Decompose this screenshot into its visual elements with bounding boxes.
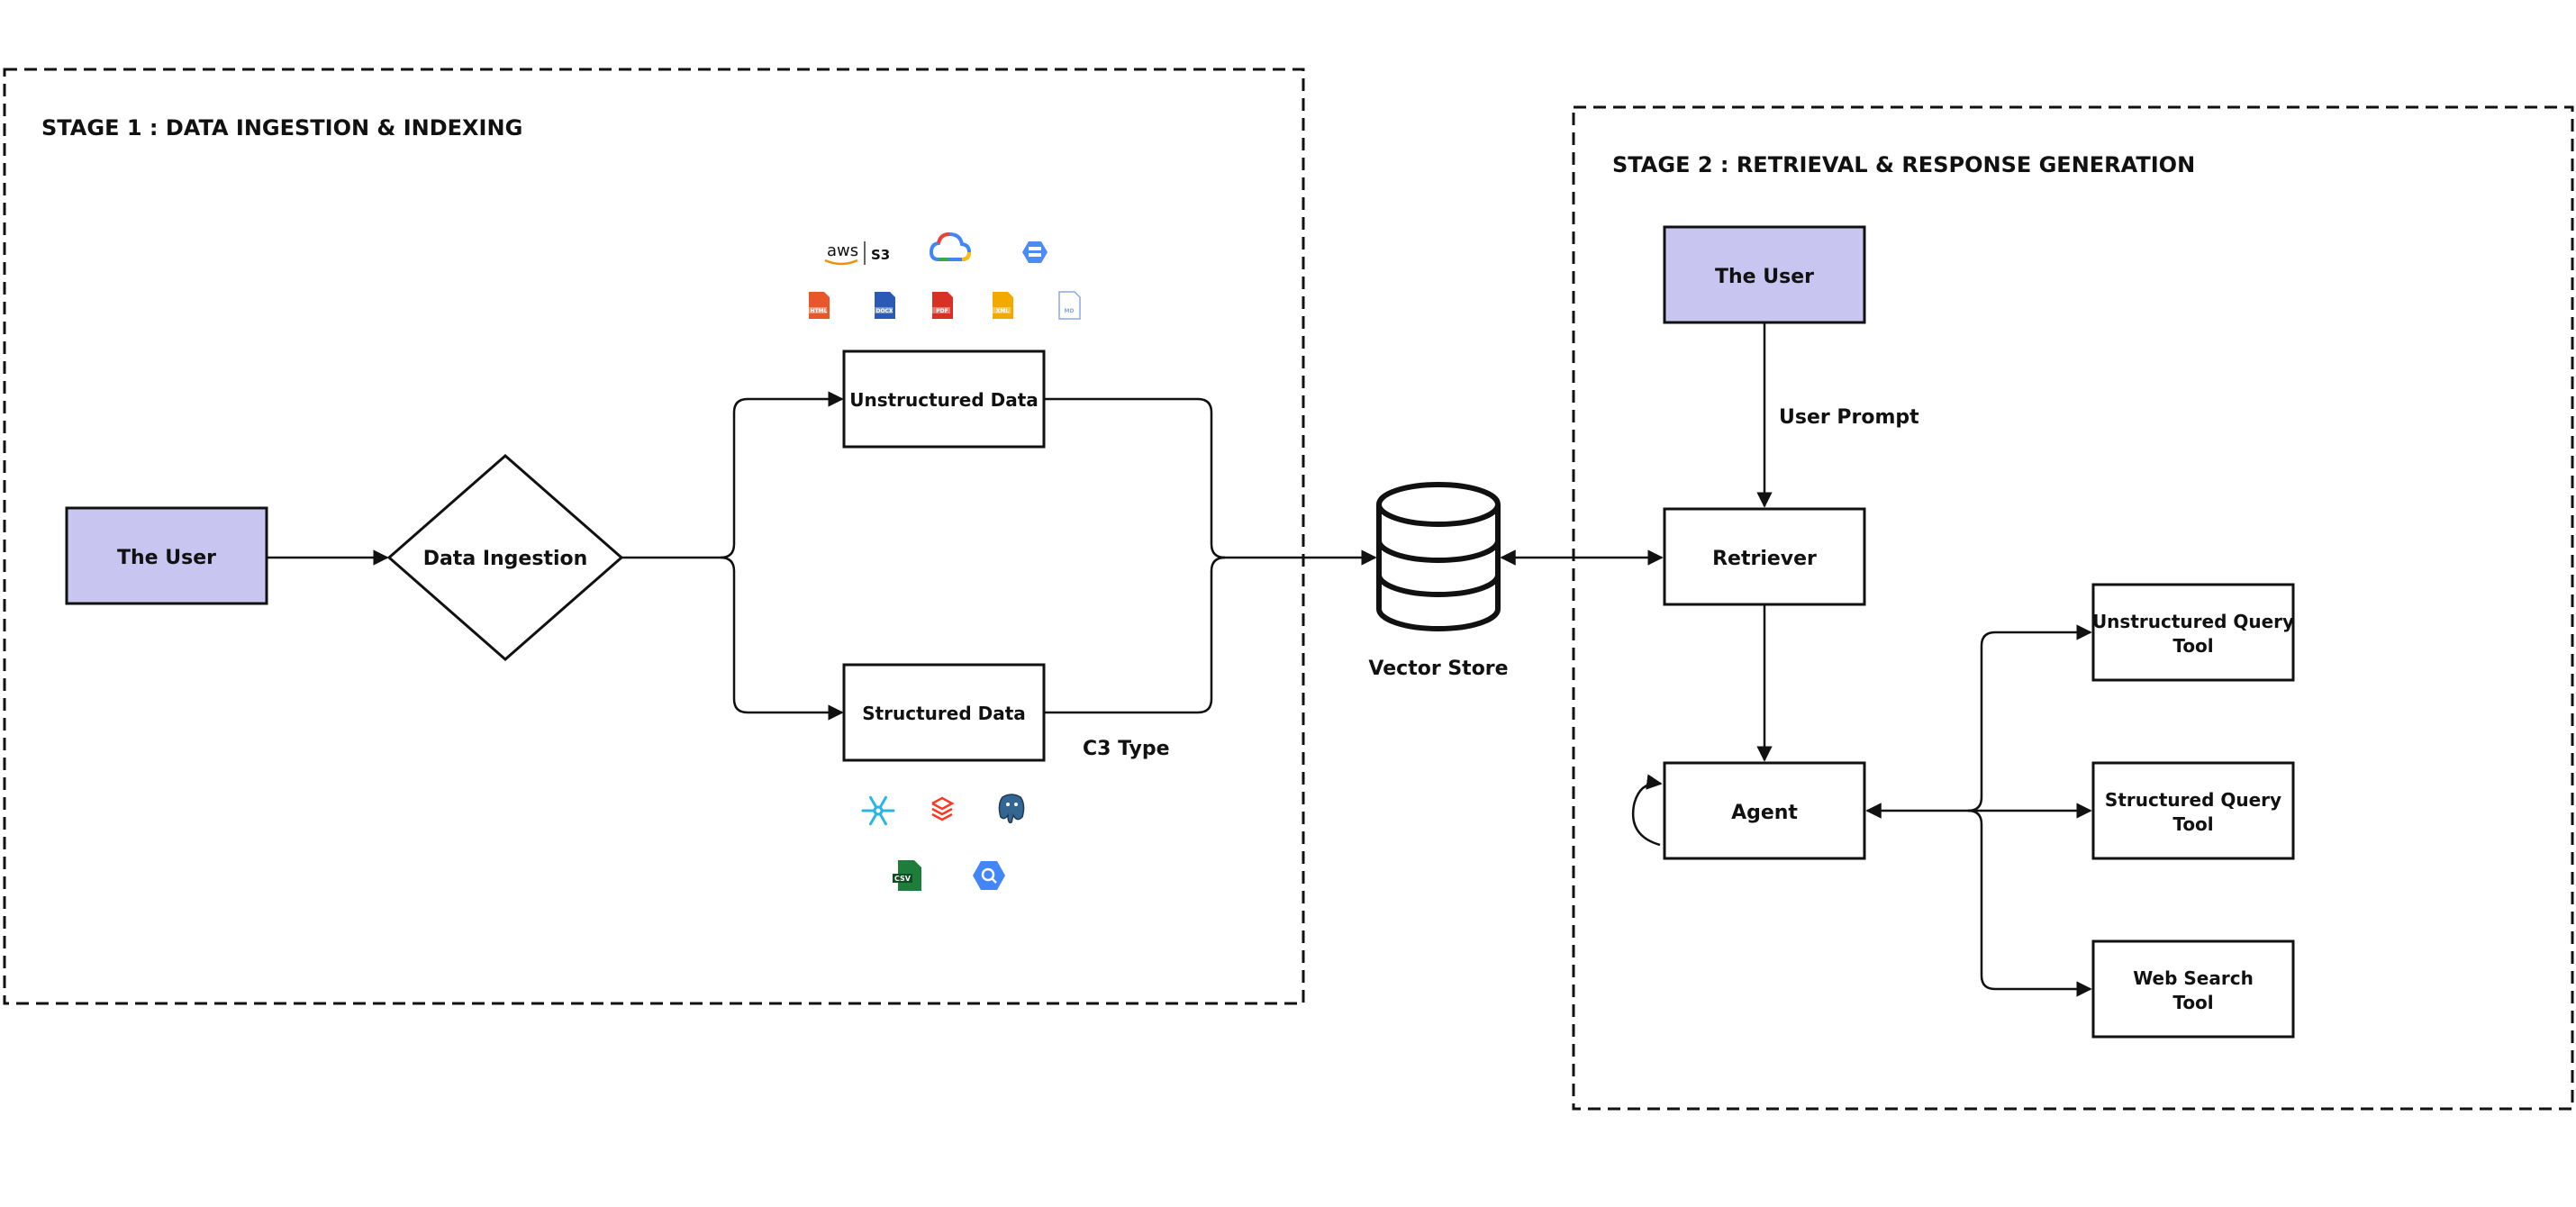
unstructured-query-tool-node[interactable]: Unstructured Query Tool: [2091, 583, 2295, 682]
agent-to-unstructured-tool-connector: [1967, 624, 2092, 812]
stage1-user-node[interactable]: The User: [65, 506, 268, 605]
ingestion-to-structured-connector: [720, 556, 844, 721]
html-file-icon-tag: HTML: [811, 308, 828, 314]
postgresql-icon: [998, 794, 1025, 824]
tool-label-line2: Tool: [2172, 635, 2213, 657]
structured-to-vector-connector: [1044, 556, 1226, 714]
structured-query-tool-node[interactable]: Structured Query Tool: [2091, 761, 2295, 860]
md-file-icon: MD: [1058, 291, 1081, 320]
stage2-frame: [1572, 105, 2574, 1111]
structured-data-node[interactable]: Structured Data: [842, 663, 1046, 762]
aws-logo-text: aws: [827, 241, 858, 260]
agent-self-loop-arrow: [1631, 774, 1663, 847]
retriever-node[interactable]: Retriever: [1663, 507, 1866, 606]
stage1-frame: [3, 68, 1305, 1005]
tool-label-line2: Tool: [2172, 992, 2213, 1013]
stage1-user-label: The User: [117, 547, 216, 569]
structured-data-label: Structured Data: [862, 703, 1026, 724]
tool-label-line1: Structured Query: [2105, 789, 2281, 811]
bigquery-icon: [973, 861, 1005, 890]
data-ingestion-node[interactable]: Data Ingestion: [386, 454, 624, 661]
retriever-label: Retriever: [1712, 548, 1817, 570]
file-icons-row: HTML DOCX PDF XML MD: [807, 291, 1081, 320]
agent-to-web-search-tool-connector: [1967, 809, 2092, 997]
pdf-file-icon-tag: PDF: [936, 308, 948, 314]
snowflake-icon: [861, 795, 895, 826]
tool-label-line2: Tool: [2172, 813, 2213, 835]
xml-file-icon: XML: [991, 292, 1013, 319]
aws-s3-logo: aws S3: [824, 241, 890, 266]
stage1-title: STAGE 1 : DATA INGESTION & INDEXING: [41, 115, 522, 141]
stage2-user-node[interactable]: The User: [1663, 225, 1866, 324]
c3-type-label: C3 Type: [1083, 738, 1170, 760]
web-search-tool-node[interactable]: Web Search Tool: [2091, 939, 2295, 1039]
html-file-icon: HTML: [807, 292, 830, 319]
tool-label-line1: Unstructured Query: [2092, 611, 2294, 632]
stage2-title: STAGE 2 : RETRIEVAL & RESPONSE GENERATIO…: [1612, 152, 2195, 177]
agent-node[interactable]: Agent: [1663, 761, 1866, 860]
ingestion-to-unstructured-connector: [621, 391, 844, 559]
stage2-user-label: The User: [1715, 266, 1814, 288]
unstructured-to-vector-connector: [1044, 397, 1226, 559]
unstructured-data-node[interactable]: Unstructured Data: [842, 349, 1046, 449]
agent-label: Agent: [1731, 802, 1798, 824]
docx-file-icon: DOCX: [873, 292, 895, 319]
vector-store-icon[interactable]: [1376, 482, 1501, 631]
vector-store-label: Vector Store: [1368, 658, 1508, 680]
s3-logo-text: S3: [871, 247, 890, 263]
unstructured-data-label: Unstructured Data: [849, 389, 1039, 411]
google-cloud-icon: [929, 231, 972, 261]
xml-file-icon-tag: XML: [996, 308, 1010, 314]
databricks-icon: [931, 796, 955, 821]
storage-bucket-icon: [1022, 241, 1048, 263]
md-file-icon-tag: MD: [1065, 308, 1075, 314]
svg-text:CSV: CSV: [894, 875, 912, 883]
data-ingestion-label: Data Ingestion: [423, 548, 588, 570]
csv-file-icon: CSV: [893, 860, 921, 891]
tool-label-line1: Web Search: [2133, 967, 2254, 989]
user-prompt-label: User Prompt: [1779, 406, 1919, 429]
pdf-file-icon: PDF: [930, 292, 953, 319]
docx-file-icon-tag: DOCX: [875, 308, 893, 314]
